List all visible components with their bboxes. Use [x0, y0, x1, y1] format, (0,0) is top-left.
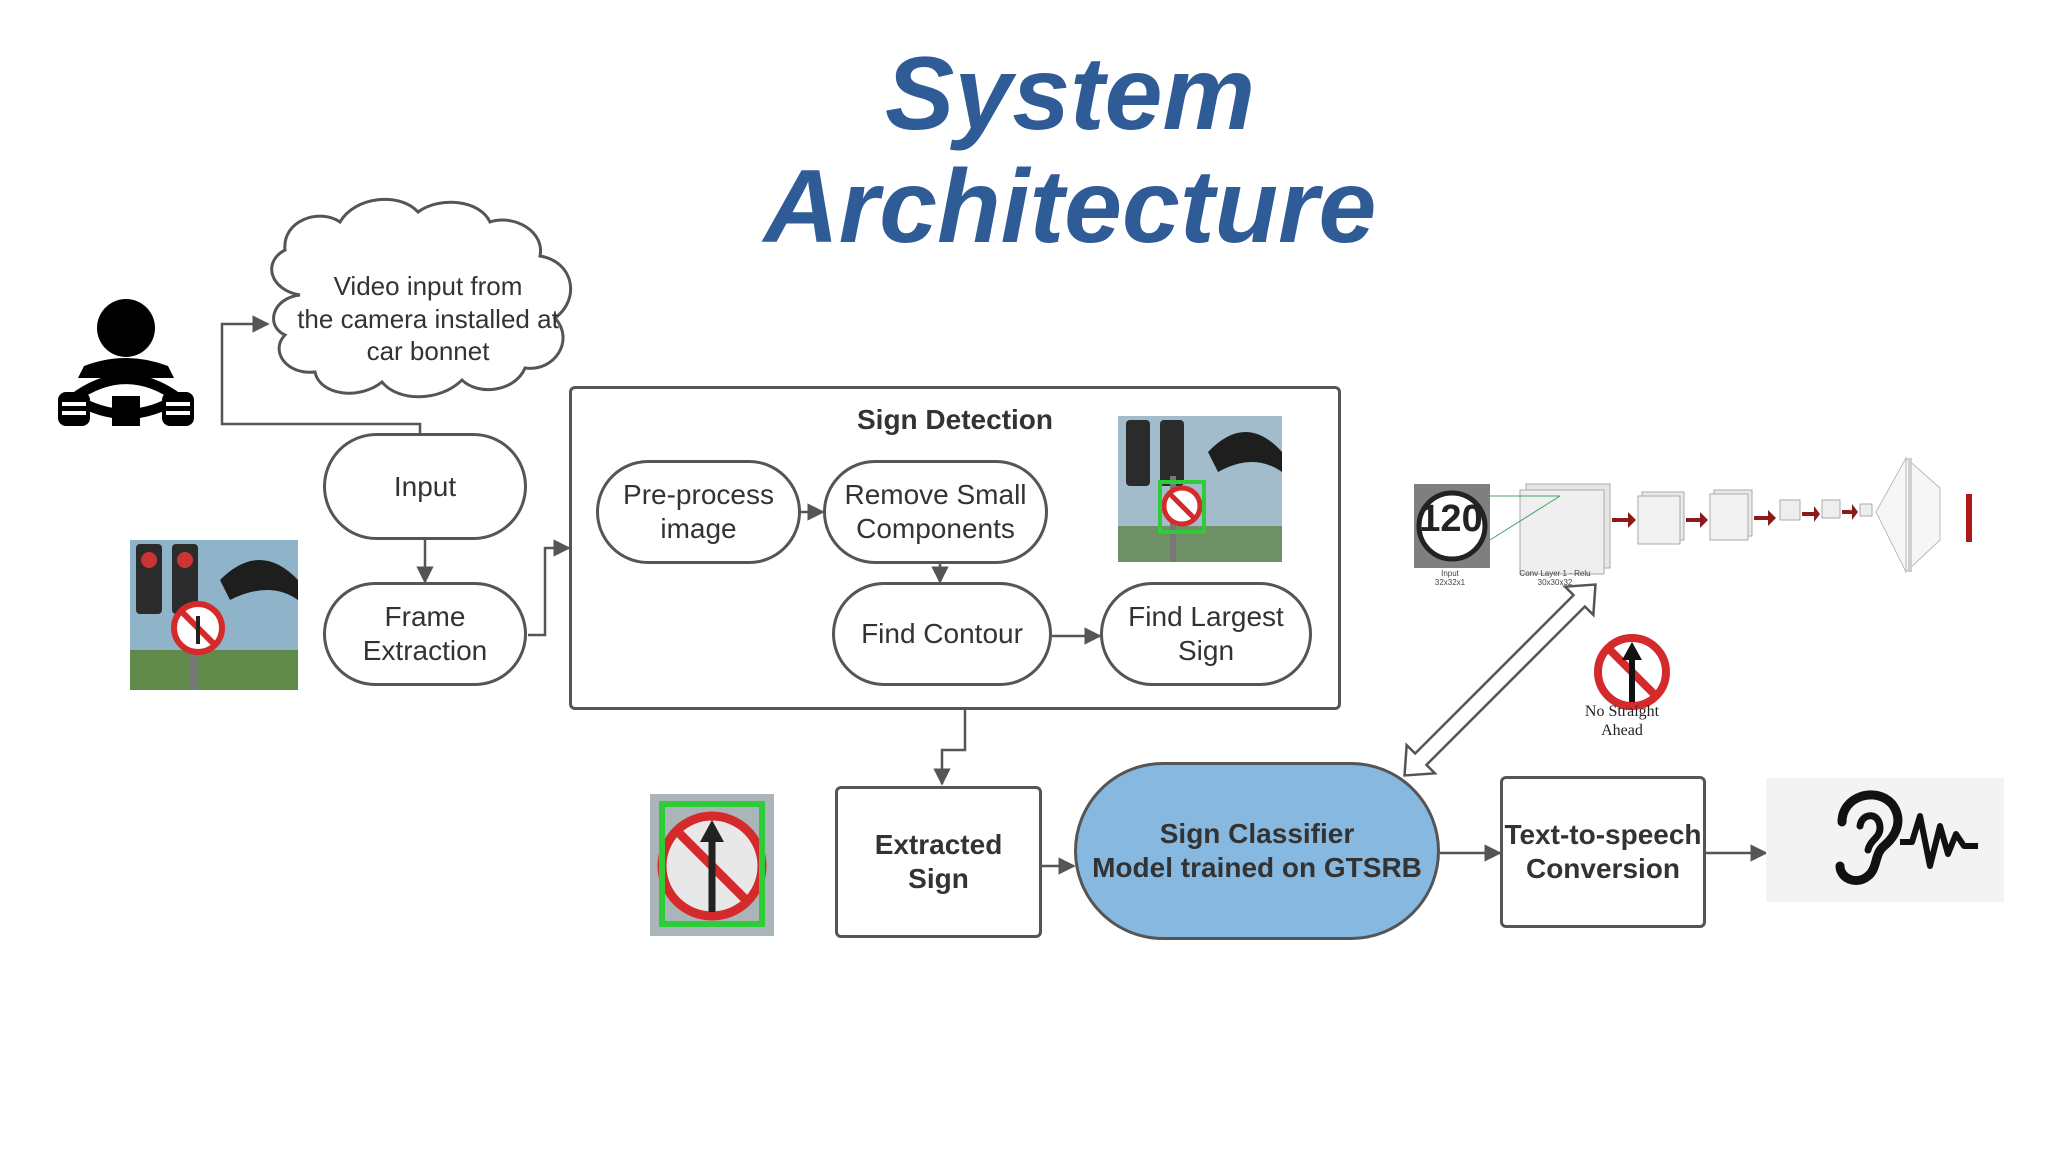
edge-detection-extracted — [933, 710, 967, 786]
cnn-conv-label: Conv Layer 1 - Relu 30x30x32 — [1519, 569, 1591, 587]
sign-detection-group — [569, 386, 1341, 710]
driver-icon — [58, 299, 194, 426]
ear-sound-icon — [1766, 778, 2004, 902]
edge-frame-detection — [528, 539, 571, 637]
cloud-shape — [270, 197, 572, 399]
frame-extraction-node: Frame Extraction — [323, 582, 527, 686]
find-largest-sign-node: Find Largest Sign — [1100, 582, 1312, 686]
detected-sign-photo — [1118, 416, 1282, 562]
no-straight-ahead-caption: No Straight Ahead — [1584, 703, 1660, 740]
traffic-light-photo — [130, 540, 298, 690]
page-title-line1: System — [885, 36, 1255, 152]
sign-classifier-node: Sign Classifier Model trained on GTSRB — [1074, 762, 1440, 940]
page-title-line2: Architecture — [763, 149, 1377, 265]
find-contour-node: Find Contour — [832, 582, 1052, 686]
double-arrow-classifier-cnn — [1403, 583, 1597, 777]
extracted-sign-node: Extracted Sign — [835, 786, 1042, 938]
extracted-sign-crop — [650, 794, 774, 936]
no-straight-sign-icon — [1594, 634, 1670, 710]
text-to-speech-node: Text-to-speech Conversion — [1500, 776, 1706, 928]
cnn-architecture-thumbnail — [1414, 456, 1972, 575]
remove-small-components-node: Remove Small Components — [823, 460, 1048, 564]
sign-detection-label: Sign Detection — [856, 404, 1053, 435]
input-node: Input — [323, 433, 527, 540]
edge-input-cloud — [220, 315, 422, 433]
cnn-input-label: Input 32x32x1 — [1434, 569, 1466, 587]
cloud-video-input-label: Video input from the camera installed at… — [297, 271, 559, 366]
speed-limit-text: 120 — [1419, 498, 1483, 540]
preprocess-node: Pre-process image — [596, 460, 801, 564]
